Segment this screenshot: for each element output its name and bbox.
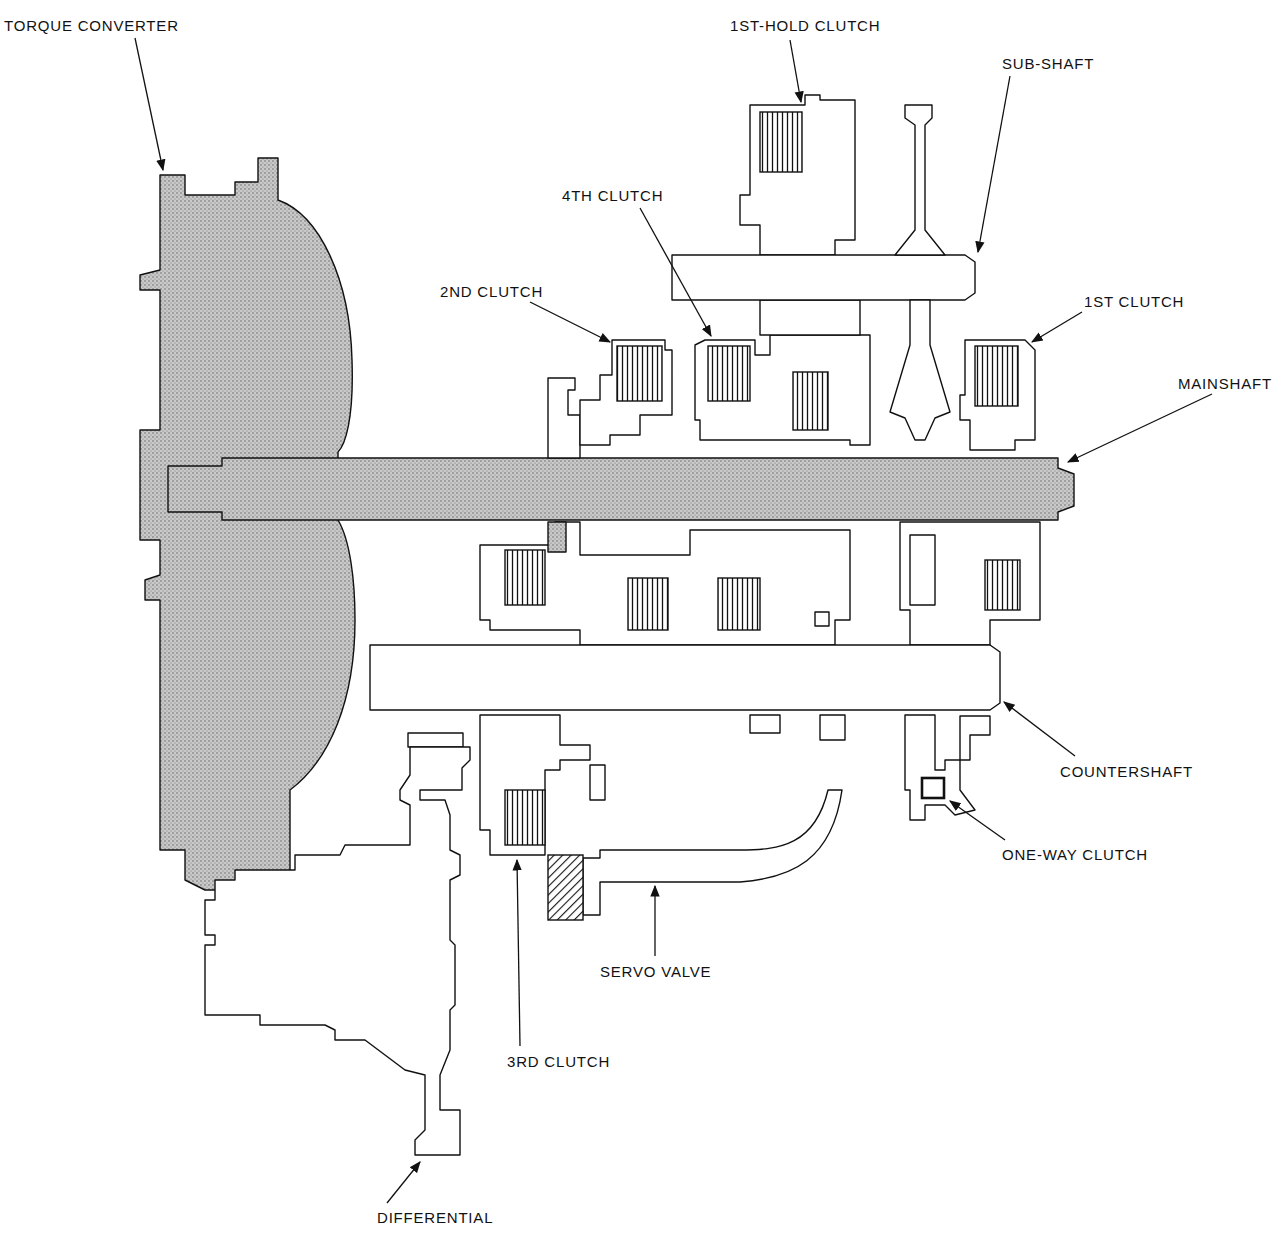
clutch-drum xyxy=(740,95,855,255)
part-label: 1ST-HOLD CLUTCH xyxy=(728,16,882,35)
leader-line xyxy=(640,208,711,336)
gear-ring xyxy=(960,716,990,760)
clutch-drum xyxy=(580,340,672,445)
part-label: 3RD CLUTCH xyxy=(505,1052,612,1071)
leader-line xyxy=(517,860,520,1046)
parking-gear xyxy=(590,765,605,800)
part-label: 1ST CLUTCH xyxy=(1082,292,1186,311)
leader-line xyxy=(1004,702,1075,756)
clutch-drum xyxy=(900,522,1040,645)
leader-line xyxy=(530,302,610,342)
clutch-pack xyxy=(975,346,1018,406)
leader-line xyxy=(950,801,1005,840)
countershaft-gear-group xyxy=(480,522,850,645)
part-label: COUNTERSHAFT xyxy=(1058,762,1195,781)
part-label: 4TH CLUTCH xyxy=(560,186,665,205)
leader-line xyxy=(654,886,655,956)
part-label: MAINSHAFT xyxy=(1176,374,1274,393)
clutch-pack xyxy=(760,112,802,172)
part-label: 2ND CLUTCH xyxy=(438,282,545,301)
final-drive-gear xyxy=(408,733,463,747)
one-way-clutch xyxy=(922,778,944,798)
part-label: SUB-SHAFT xyxy=(1000,54,1096,73)
clutch-pack xyxy=(505,790,545,845)
part-label: TORQUE CONVERTER xyxy=(2,16,181,35)
clutch-hub xyxy=(760,300,860,335)
differential-housing xyxy=(205,747,470,1155)
clutch-pack xyxy=(793,372,828,430)
part-label: ONE-WAY CLUTCH xyxy=(1000,845,1150,864)
clutch-pack xyxy=(617,346,662,401)
clutch-pack xyxy=(718,578,760,630)
bearing xyxy=(750,715,780,733)
sub-shaft-gear xyxy=(895,105,945,255)
clutch-pack xyxy=(708,346,750,401)
bearing xyxy=(820,715,845,740)
clutch-pack xyxy=(985,560,1020,610)
servo-piston xyxy=(548,855,583,920)
leader-line xyxy=(135,38,163,170)
torque-converter xyxy=(140,158,355,905)
leader-line xyxy=(790,40,801,102)
bearing xyxy=(815,612,829,626)
part-label: DIFFERENTIAL xyxy=(375,1208,495,1227)
leader-line xyxy=(1068,394,1212,462)
clutch-drum xyxy=(480,715,590,855)
sub-shaft xyxy=(672,255,975,300)
clutch-pack xyxy=(505,550,545,605)
leader-line xyxy=(1032,312,1082,342)
part-label: SERVO VALVE xyxy=(598,962,713,981)
clutch-drum xyxy=(960,340,1035,450)
mainshaft xyxy=(168,458,1074,520)
clutch-pack xyxy=(628,578,668,630)
leader-line xyxy=(978,76,1010,252)
leader-line xyxy=(387,1162,420,1203)
clutch-hub xyxy=(910,535,935,605)
sub-shaft-gear xyxy=(890,300,950,440)
idler-gear xyxy=(548,522,566,552)
drive-gear xyxy=(548,378,580,458)
clutch-drum xyxy=(695,335,870,445)
countershaft xyxy=(370,645,1000,710)
servo-valve xyxy=(583,790,842,915)
